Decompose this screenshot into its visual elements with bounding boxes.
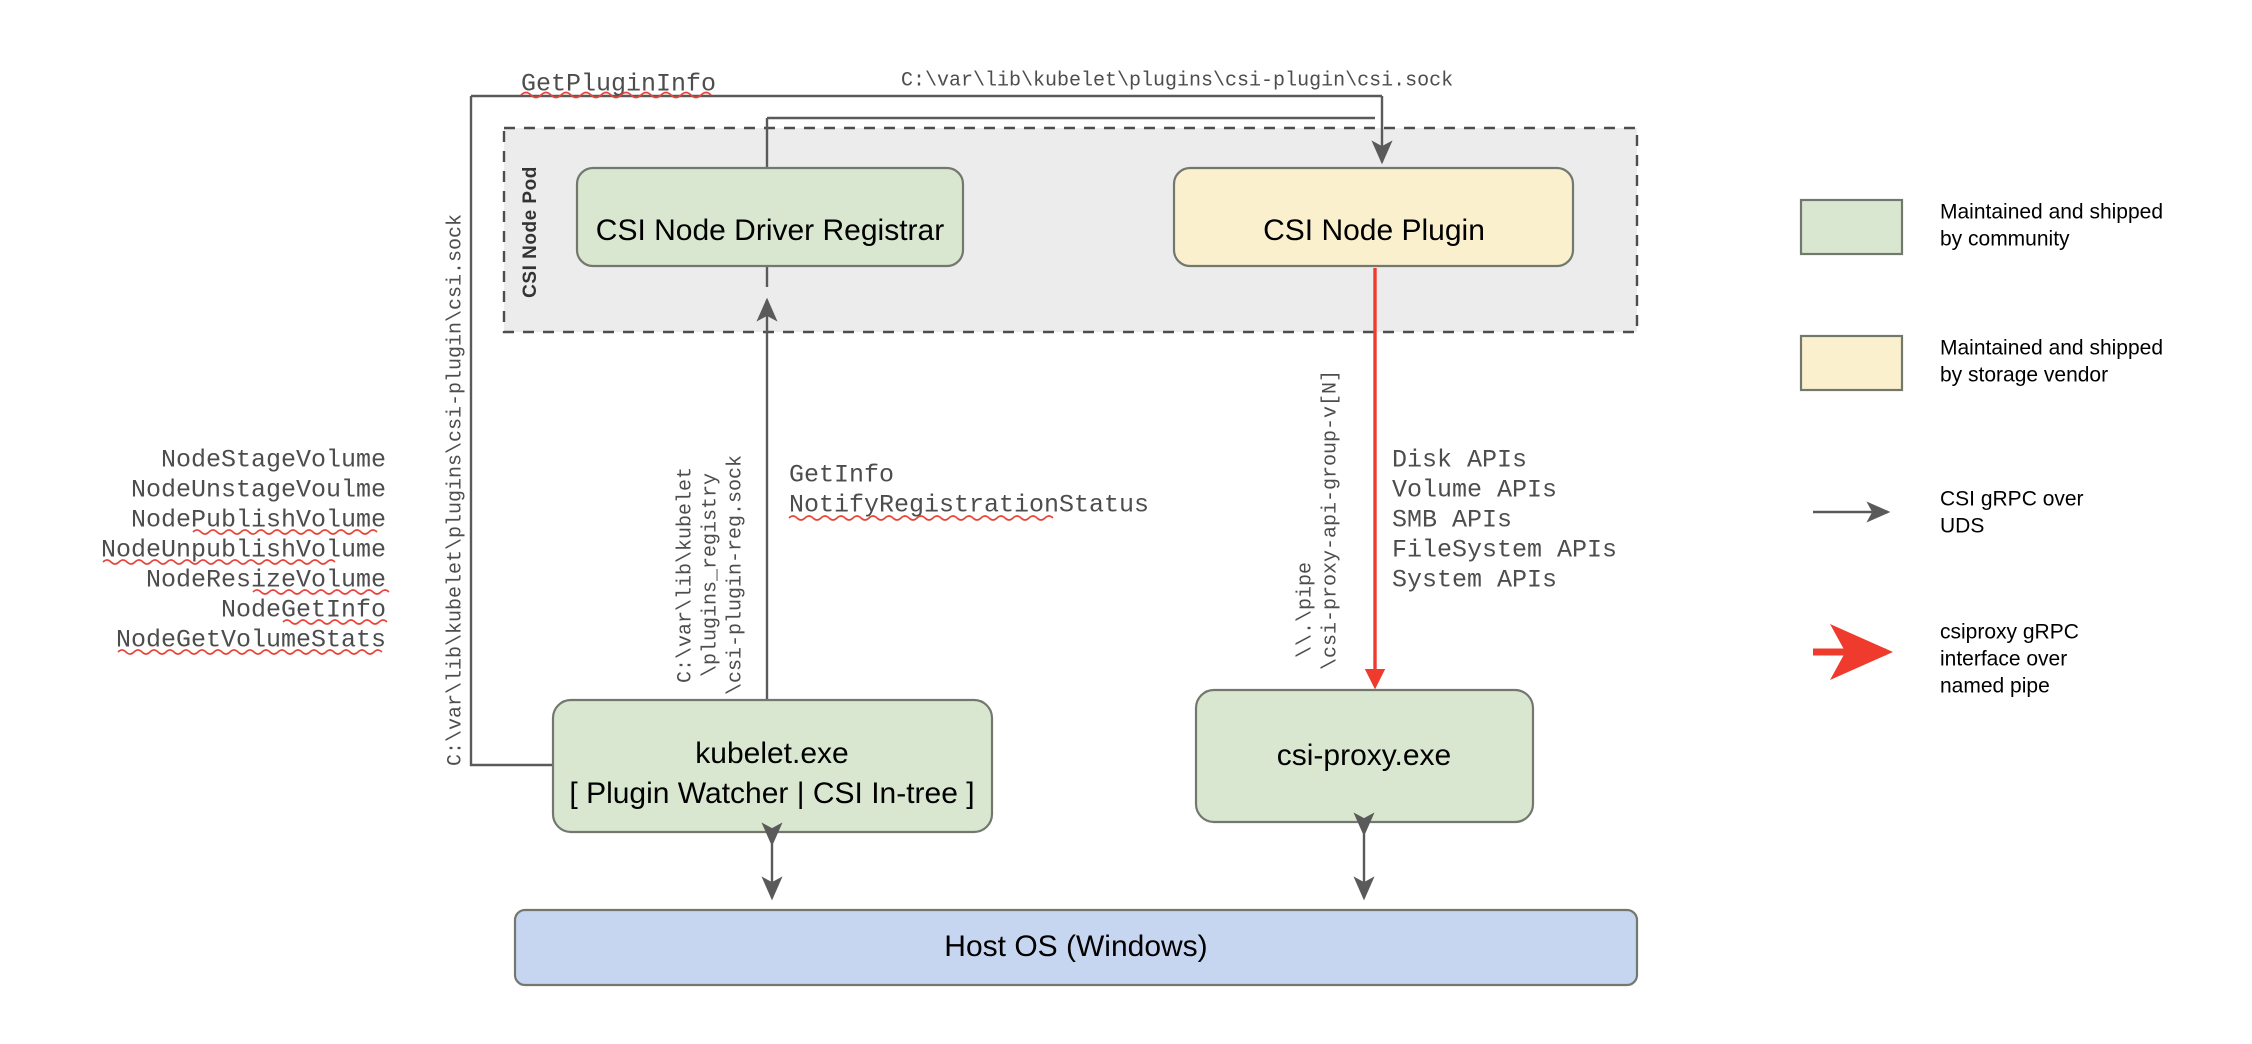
registry-path-line3: \csi-plugin-reg.sock [724,455,747,695]
host-os-label: Host OS (Windows) [944,930,1207,963]
csi-node-plugin-label: CSI Node Plugin [1263,214,1485,247]
api-list-item: Disk APIs [1392,446,1527,475]
node-rpc-list: NodeStageVolume NodeUnstageVoulme NodePu… [101,446,390,655]
spellcheck-squiggle-getplugininfo [520,91,712,99]
legend-swatch-storage-vendor [1799,334,1904,392]
legend-csiproxy-line2: interface over [1940,648,2067,671]
api-list-item: Volume APIs [1392,476,1557,505]
node-rpc-item: NodeStageVolume [161,446,386,475]
spellcheck-squiggle [117,649,383,655]
node-csi-node-plugin[interactable] [1172,166,1575,268]
kubelet-exe-label-line1: kubelet.exe [695,737,848,770]
registry-path-line1: C:\var\lib\kubelet [674,467,697,683]
csi-proxy-api-list: Disk APIs Volume APIs SMB APIs FileSyste… [1392,446,1617,595]
pipe-path-line1: \\.\pipe [1294,562,1317,658]
spellcheck-squiggle [102,559,336,565]
api-list-item: SMB APIs [1392,506,1512,535]
spellcheck-squiggle [282,619,388,625]
legend-uds-line1: CSI gRPC over [1940,488,2084,511]
legend-vendor-line1: Maintained and shipped [1940,337,2163,360]
legend-vendor-line2: by storage vendor [1940,364,2108,387]
node-rpc-item: NodeResizeVolume [146,566,386,595]
api-list-item: FileSystem APIs [1392,536,1617,565]
get-plugin-info-route [469,96,553,767]
registry-path-line2: \plugins_registry [699,473,722,677]
csi-proxy-exe-label: csi-proxy.exe [1277,739,1452,772]
legend-uds-line2: UDS [1940,515,1984,538]
legend-community-line2: by community [1940,228,2070,251]
node-csi-node-driver-registrar[interactable] [575,166,965,268]
notify-registration-status-label: NotifyRegistrationStatus [789,491,1149,520]
node-rpc-item: NodePublishVolume [131,506,386,535]
get-info-label: GetInfo [789,461,894,490]
csi-sock-path-top-label: C:\var\lib\kubelet\plugins\csi-plugin\cs… [901,69,1453,92]
node-rpc-item: NodeUnpublishVolume [101,536,386,565]
legend-swatch-community [1799,198,1904,256]
node-rpc-item: NodeUnstageVoulme [131,476,386,505]
legend-csiproxy-line1: csiproxy gRPC [1940,621,2079,644]
api-list-item: System APIs [1392,566,1557,595]
node-host-os[interactable] [513,908,1639,987]
legend-community-line1: Maintained and shipped [1940,201,2163,224]
spellcheck-squiggle-notify [788,515,1054,521]
csi-node-pod-label: CSI Node Pod [520,166,541,298]
legend-csiproxy-line3: named pipe [1940,675,2050,698]
csi-sock-path-vertical-label: C:\var\lib\kubelet\plugins\csi-plugin\cs… [444,214,467,766]
pipe-path-line2: \csi-proxy-api-group-v[N] [1319,370,1342,670]
csi-node-driver-registrar-label: CSI Node Driver Registrar [596,214,944,247]
kubelet-exe-label-line2: [ Plugin Watcher | CSI In-tree ] [569,777,974,810]
spellcheck-squiggle [192,529,378,535]
spellcheck-squiggle [252,589,390,595]
